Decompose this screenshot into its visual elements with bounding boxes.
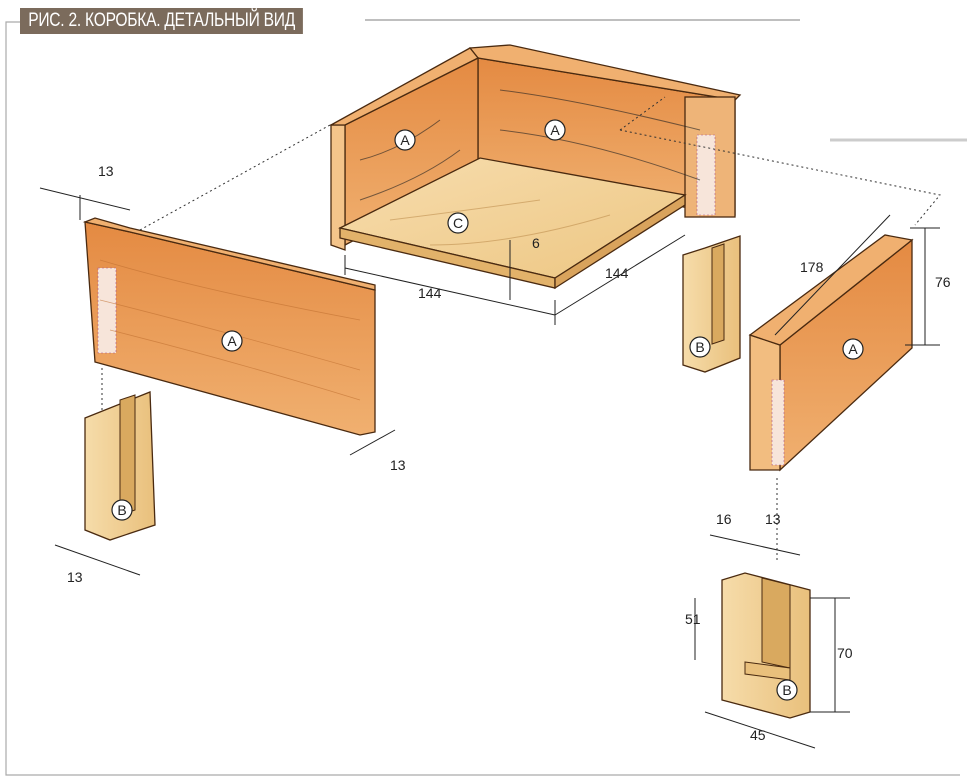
dim-leg-slot-width: 16 bbox=[716, 511, 732, 527]
label-front-panel: A bbox=[227, 333, 237, 349]
dim-bottom-thickness: 6 bbox=[532, 235, 540, 251]
dimension-texts: 13 13 13 6 144 144 178 76 16 13 51 70 45 bbox=[67, 163, 951, 743]
dim-leg-left-width: 13 bbox=[67, 569, 83, 585]
label-leg-detail: B bbox=[782, 682, 791, 698]
dim-leg-slot-depth: 51 bbox=[685, 611, 701, 627]
label-leg-middle: B bbox=[695, 339, 704, 355]
figure-title: РИС. 2. КОРОБКА. ДЕТАЛЬНЫЙ ВИД bbox=[20, 8, 304, 34]
leg-left bbox=[84, 391, 156, 541]
dim-front-bottom-offset: 13 bbox=[390, 457, 406, 473]
dim-leg-height: 70 bbox=[837, 645, 853, 661]
part-labels: A A C A A B B B bbox=[111, 119, 864, 701]
label-back-panel: A bbox=[550, 122, 560, 138]
label-back-left-side: A bbox=[400, 132, 410, 148]
dim-leg-width: 45 bbox=[750, 727, 766, 743]
label-right-panel: A bbox=[848, 341, 858, 357]
front-panel bbox=[82, 217, 376, 436]
label-bottom: C bbox=[453, 215, 463, 231]
dim-bottom-length: 144 bbox=[418, 285, 442, 301]
dimension-lines bbox=[39, 187, 940, 749]
label-leg-left: B bbox=[117, 502, 126, 518]
leg-detail bbox=[721, 572, 811, 719]
assembly-guides bbox=[101, 96, 941, 560]
back-assembly bbox=[328, 44, 742, 290]
dim-leg-wall: 13 bbox=[765, 511, 781, 527]
frame bbox=[5, 19, 967, 776]
dim-bottom-width: 144 bbox=[605, 265, 629, 281]
dim-side-height: 76 bbox=[935, 274, 951, 290]
right-panel bbox=[748, 234, 914, 472]
dim-side-length: 178 bbox=[800, 259, 824, 275]
dim-front-top-offset: 13 bbox=[98, 163, 114, 179]
